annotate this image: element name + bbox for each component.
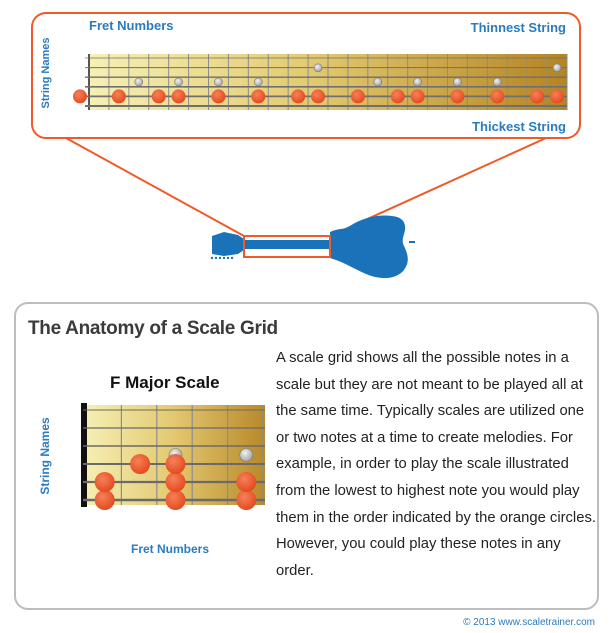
note-marker bbox=[530, 89, 545, 104]
thinnest-string-label: Thinnest String bbox=[471, 20, 566, 35]
description-text: A scale grid shows all the possible note… bbox=[276, 350, 596, 579]
scale-note-marker bbox=[94, 490, 115, 510]
fret-inlay bbox=[313, 63, 323, 73]
fret-inlay bbox=[413, 77, 422, 87]
thickest-string-label: Thickest String bbox=[472, 119, 566, 134]
fret-inlay bbox=[174, 77, 183, 87]
note-marker bbox=[390, 89, 405, 104]
grid-nut bbox=[81, 403, 87, 507]
fret-inlay bbox=[373, 77, 383, 87]
neck-highlight-box bbox=[243, 235, 331, 258]
grid-string-names-label: String Names bbox=[38, 417, 52, 495]
note-marker bbox=[171, 89, 186, 104]
fret-inlay bbox=[552, 63, 562, 73]
note-marker bbox=[550, 89, 565, 104]
string-names-label: String Names bbox=[40, 38, 52, 109]
scale-note-marker bbox=[236, 472, 257, 492]
note-marker bbox=[450, 89, 465, 104]
scale-title: F Major Scale bbox=[110, 373, 220, 392]
note-marker bbox=[350, 89, 365, 104]
note-marker bbox=[490, 89, 505, 104]
fret-inlay bbox=[492, 77, 502, 87]
note-marker bbox=[311, 89, 326, 104]
note-marker bbox=[291, 89, 306, 104]
note-marker bbox=[111, 89, 126, 104]
fret-inlay bbox=[253, 77, 263, 87]
scale-note-marker bbox=[165, 490, 186, 510]
panel-title: The Anatomy of a Scale Grid bbox=[28, 318, 278, 339]
note-marker bbox=[251, 89, 266, 104]
scale-note-marker bbox=[165, 472, 186, 492]
fret-inlay bbox=[453, 77, 462, 87]
copyright-text: © 2013 www.scaletrainer.com bbox=[463, 617, 595, 628]
scale-note-marker bbox=[236, 490, 257, 510]
note-marker bbox=[211, 89, 226, 104]
fret-numbers-label: Fret Numbers bbox=[89, 18, 174, 33]
scale-note-marker bbox=[130, 454, 151, 474]
note-marker bbox=[73, 89, 87, 104]
fretboard-diagram: Fret Numbers Thinnest String Thickest St… bbox=[31, 12, 581, 279]
scale-note-marker bbox=[165, 454, 186, 474]
zoom-line-left bbox=[65, 137, 245, 237]
scale-grid-diagram: String Names Fret Numbers bbox=[38, 403, 265, 556]
guitar-icon bbox=[210, 215, 415, 279]
grid-fret-numbers-label: Fret Numbers bbox=[131, 542, 209, 556]
fret-inlay bbox=[134, 77, 144, 87]
note-marker bbox=[151, 89, 166, 104]
scale-note-marker bbox=[94, 472, 115, 492]
fret-inlay bbox=[214, 77, 223, 87]
grid-fret-inlay bbox=[239, 448, 254, 462]
note-marker bbox=[410, 89, 425, 104]
